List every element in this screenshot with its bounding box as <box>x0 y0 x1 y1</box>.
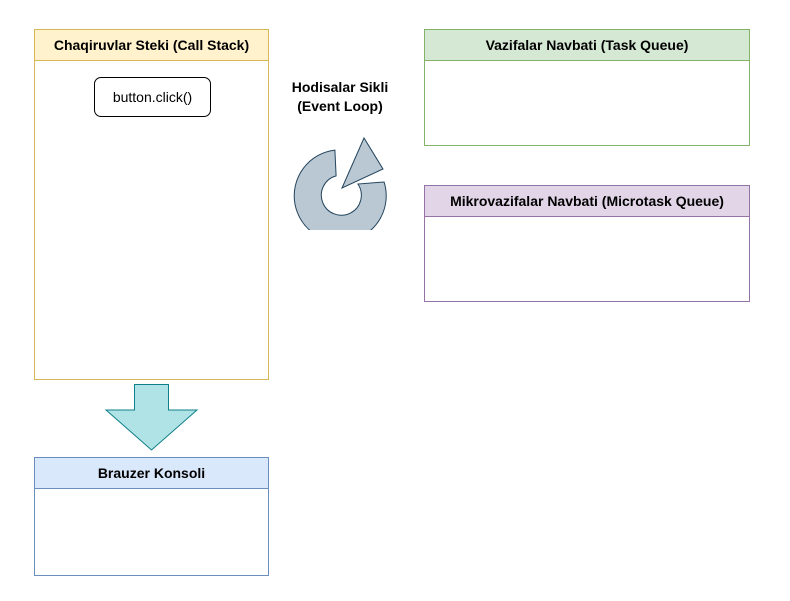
call-stack-frame: button.click() <box>94 77 211 117</box>
microtask-queue-panel: Mikrovazifalar Navbati (Microtask Queue) <box>424 185 750 302</box>
microtask-queue-title: Mikrovazifalar Navbati (Microtask Queue) <box>425 186 749 217</box>
call-stack-title: Chaqiruvlar Steki (Call Stack) <box>35 30 268 61</box>
browser-console-panel: Brauzer Konsoli <box>34 457 269 576</box>
circular-arrow-icon <box>293 136 387 230</box>
call-stack-panel: Chaqiruvlar Steki (Call Stack) button.cl… <box>34 29 269 380</box>
event-loop-label-line1: Hodisalar Sikli <box>291 79 389 95</box>
event-loop-label: Hodisalar Sikli (Event Loop) <box>270 78 410 116</box>
task-queue-title: Vazifalar Navbati (Task Queue) <box>425 30 749 61</box>
event-loop-label-line2: (Event Loop) <box>297 98 383 114</box>
browser-console-title: Brauzer Konsoli <box>35 458 268 489</box>
task-queue-panel: Vazifalar Navbati (Task Queue) <box>424 29 750 146</box>
down-arrow-icon <box>104 384 199 451</box>
